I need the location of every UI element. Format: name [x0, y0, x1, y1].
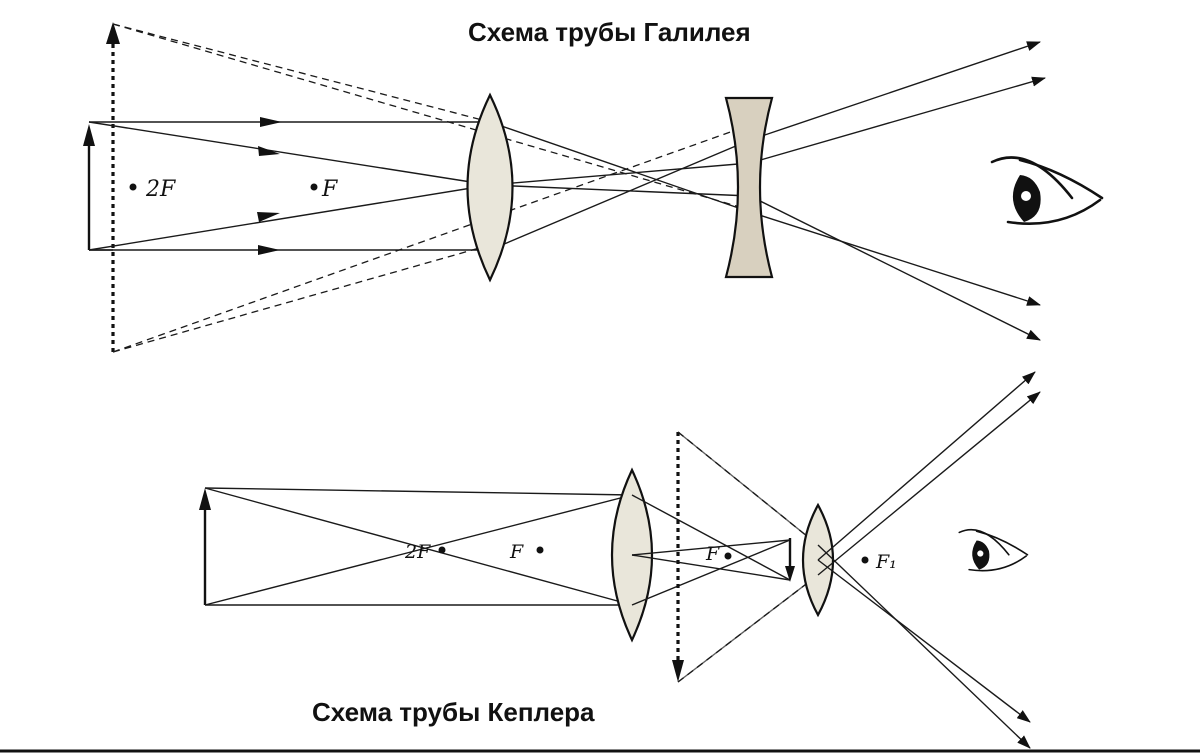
kepler-f-left-dot [536, 546, 544, 554]
kepler-out-4 [817, 544, 1031, 749]
kepler-ray-5 [631, 494, 791, 581]
galileo-object-arrow-head [83, 124, 95, 146]
kepler-title: Схема трубы Кеплера [312, 697, 595, 727]
kepler-f1-dot [861, 556, 869, 564]
galileo-dashed-ray-3 [112, 23, 491, 123]
galileo-out-ray-2 [749, 76, 1046, 164]
kepler-ray-2 [204, 487, 633, 606]
galileo-2f-label: 2F [145, 177, 176, 202]
kepler-out-1 [817, 371, 1036, 561]
eye-icon [990, 156, 1104, 225]
galileo-ray-arrow-3 [258, 245, 280, 255]
kepler-real-image-head [785, 566, 795, 582]
kepler-out-2 [817, 391, 1041, 576]
kepler-ray-4 [204, 494, 633, 606]
galileo-dashed-ray-2 [112, 124, 751, 353]
galileo-objective-lens [466, 92, 514, 283]
kepler-f1-label: F₁ [875, 551, 897, 573]
galileo-f-dot [310, 183, 318, 191]
kepler-object-arrow-head [199, 488, 211, 510]
kepler-ray-1 [204, 487, 633, 496]
galileo-f-label: F [321, 177, 338, 202]
galileo-out-ray-3 [749, 211, 1041, 306]
galileo-dashed-ray-4 [112, 244, 491, 353]
kepler-virtual-image-head [672, 660, 684, 682]
kepler-out-3 [817, 559, 1031, 723]
galileo-refracted-3 [489, 162, 751, 186]
galileo-virtual-image-head [106, 22, 120, 44]
galileo-ray-arrow-4 [257, 212, 280, 222]
galileo-ray-arrow-2 [258, 146, 280, 156]
kepler-thin-2 [677, 574, 819, 683]
kepler-2f-label: 2F [404, 541, 431, 563]
galileo-refracted-2 [489, 139, 751, 251]
galileo-scheme: 2F F [83, 22, 1104, 353]
galileo-title: Схема трубы Галилея [468, 17, 751, 47]
galileo-ray-bottom-center [88, 184, 491, 251]
eye-icon [958, 528, 1029, 572]
kepler-f-right-dot [724, 552, 732, 560]
galileo-refracted-1 [489, 121, 751, 213]
kepler-f-right-label: F [705, 543, 720, 565]
kepler-ray-6 [631, 539, 791, 606]
galileo-ray-top-center [88, 121, 491, 186]
galileo-out-ray-1 [749, 41, 1041, 141]
galileo-ray-arrow-1 [260, 117, 282, 127]
galileo-refracted-4 [489, 184, 751, 197]
galileo-out-ray-4 [749, 195, 1041, 341]
kepler-scheme: 2F F F F₁ [199, 371, 1041, 749]
kepler-2f-dot [438, 546, 446, 554]
galileo-dashed-ray-1 [112, 23, 751, 211]
kepler-f-left-label: F [509, 541, 524, 563]
galileo-eyepiece-lens [724, 96, 774, 279]
kepler-ray-8 [631, 554, 791, 581]
kepler-thin-1 [677, 431, 819, 546]
kepler-ray-7 [631, 539, 791, 556]
galileo-2f-dot [129, 183, 137, 191]
